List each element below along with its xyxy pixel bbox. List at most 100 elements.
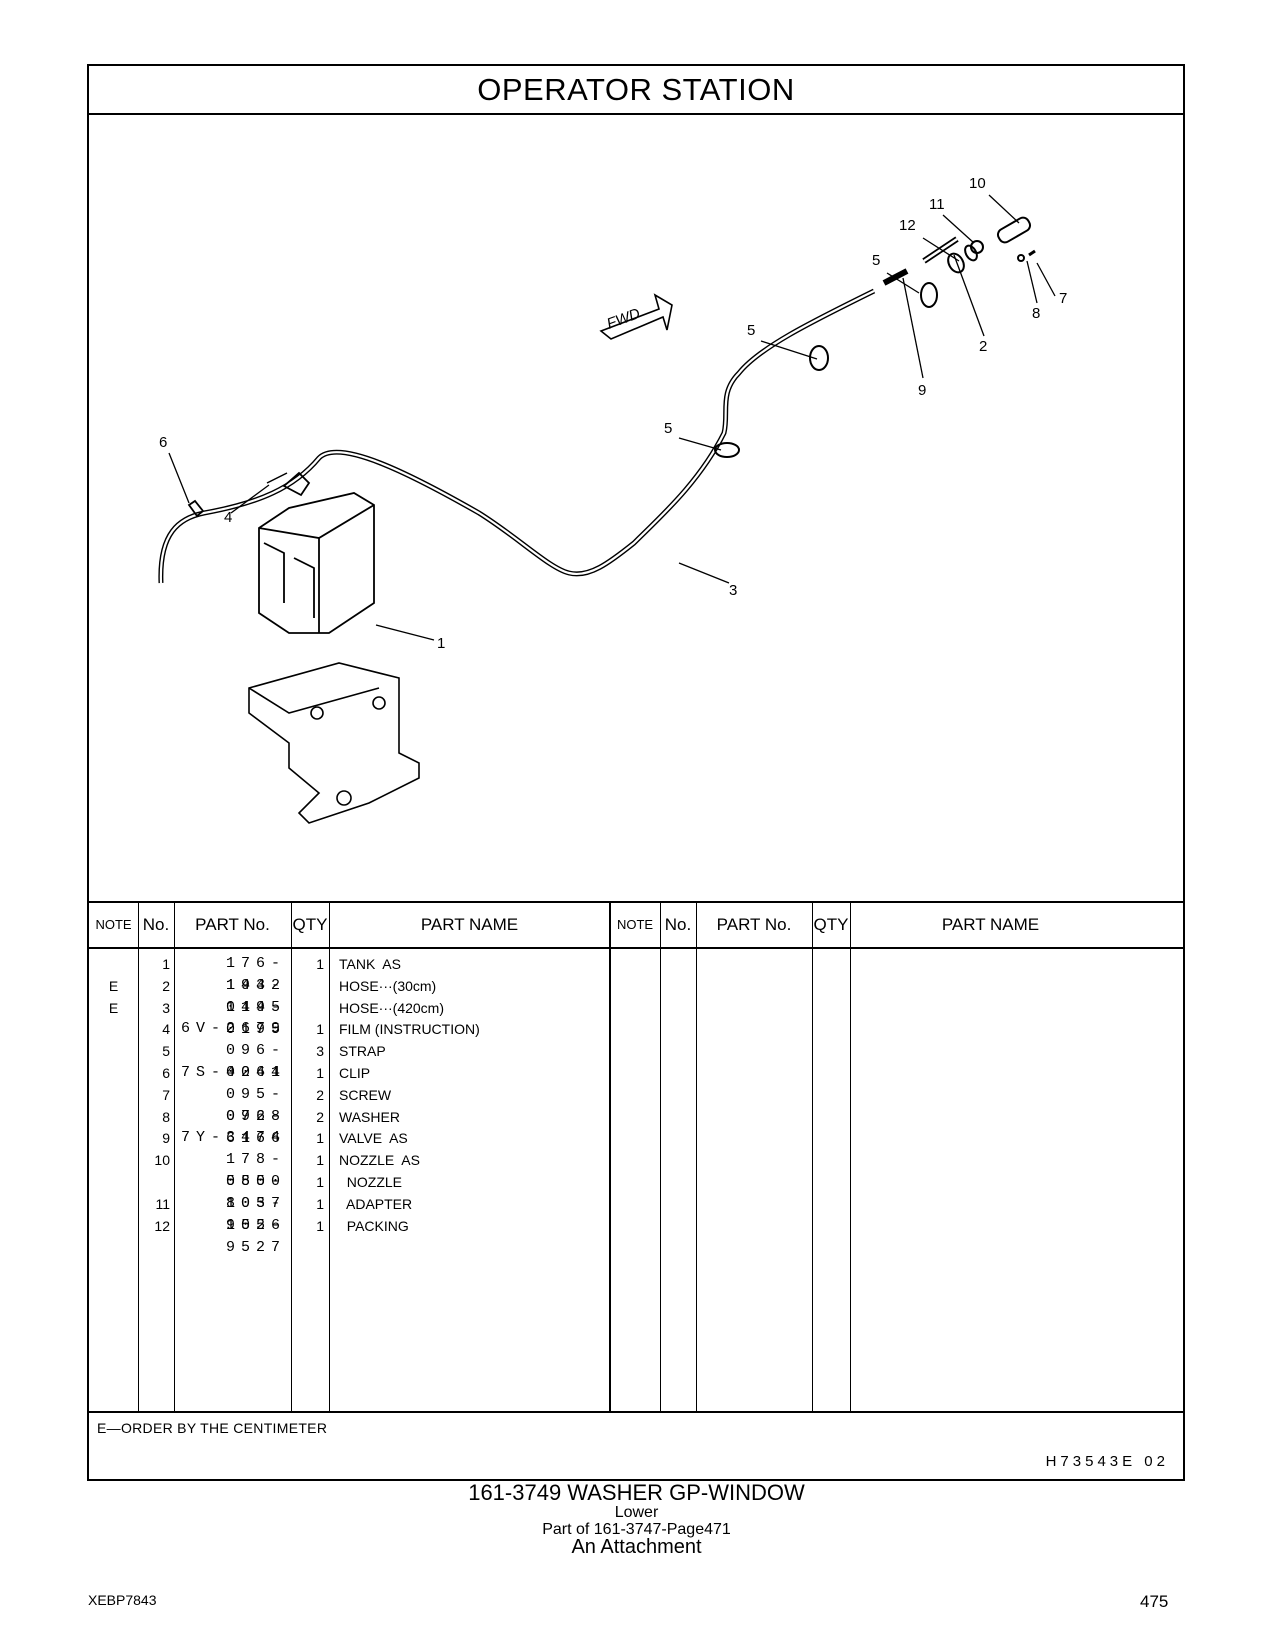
- table-row: 5 096-0061 3 STRAP: [89, 1040, 609, 1081]
- fwd-arrow-icon: [599, 293, 673, 340]
- cell-name: HOSE···(420cm): [339, 999, 445, 1016]
- illustration-code: H73543E 02: [1045, 1453, 1169, 1470]
- group-reference: Part of 161-3747-Page471: [542, 1521, 731, 1538]
- table-row: 4 6V-2679 1 FILM (INSTRUCTION): [89, 1018, 609, 1040]
- cell-name: TANK AS: [339, 956, 401, 972]
- table-row: 9 7Y-3474 1 VALVE AS: [89, 1127, 609, 1149]
- callout-5c: 5: [664, 420, 672, 437]
- header-note-left: NOTE: [95, 917, 132, 932]
- cell-qty: 1: [316, 1217, 324, 1234]
- tank-shape: [258, 471, 375, 634]
- table-row: 7 095-0728 2 SCREW: [89, 1084, 609, 1125]
- parts-page-frame: OPERATOR STATION: [87, 64, 1185, 1481]
- bracket-shape: [248, 662, 420, 824]
- header-note-right: NOTE: [616, 917, 654, 932]
- callout-5b: 5: [747, 322, 755, 339]
- header-qty-left: QTY: [292, 915, 328, 934]
- cell-no: 4: [162, 1021, 170, 1038]
- header-no-right: No.: [664, 915, 692, 934]
- cell-qty: 1: [316, 1065, 324, 1081]
- cell-part-no: 096-0061: [225, 1042, 286, 1082]
- header-part-no-left: PART No.: [195, 915, 270, 934]
- cell-name: SCREW: [339, 1086, 392, 1103]
- cell-name: FILM (INSTRUCTION): [339, 1021, 480, 1038]
- parts-table: NOTE No. PART No. QTY PART NAME NOTE No.…: [89, 901, 1183, 1413]
- table-row: E 2 144-0195 HOSE···(30cm): [89, 975, 609, 1016]
- cell-name: VALVE AS: [339, 1130, 408, 1147]
- header-part-no-right: PART No.: [716, 915, 792, 934]
- cell-no: 3: [162, 999, 170, 1016]
- header-part-name-left: PART NAME: [420, 915, 519, 934]
- parts-illustration: 10 11 12 5 7 8 2 5 9 5 6 4 3 1 FWD: [158, 175, 1067, 824]
- cell-part-no: 176-1932: [225, 955, 286, 994]
- cell-qty: 2: [316, 1086, 324, 1103]
- cell-name: ADAPTER: [339, 1195, 413, 1212]
- cell-qty: 1: [316, 1021, 324, 1038]
- callout-2: 2: [979, 338, 987, 355]
- cell-name: CLIP: [339, 1065, 371, 1081]
- cell-no: 2: [162, 977, 170, 994]
- table-footnote: E—ORDER BY THE CENTIMETER: [97, 1420, 328, 1436]
- section-title: OPERATOR STATION: [89, 66, 1183, 115]
- cell-part-no: 6V-2679: [180, 1020, 286, 1038]
- cell-qty: 1: [316, 1174, 324, 1190]
- cell-part-no: 7S-4244: [180, 1064, 286, 1081]
- table-header: NOTE No. PART No. QTY PART NAME NOTE No.…: [89, 903, 1183, 949]
- cell-name: STRAP: [339, 1043, 386, 1060]
- cell-part-no: 7Y-3474: [180, 1129, 286, 1147]
- callout-12: 12: [899, 217, 916, 234]
- cell-part-no: 095-0728: [225, 1085, 286, 1125]
- cell-name: PACKING: [339, 1217, 409, 1234]
- header-no-left: No.: [142, 915, 170, 934]
- group-title: 161-3749 WASHER GP-WINDOW: [468, 1480, 805, 1505]
- cell-name: NOZZLE: [339, 1174, 403, 1190]
- callout-3: 3: [729, 582, 737, 599]
- page-number: 475: [1140, 1592, 1169, 1611]
- table-row: 8 096-6166 2 WASHER: [89, 1106, 609, 1147]
- callout-11: 11: [929, 196, 945, 213]
- table-row: 11 105-9526 1 ADAPTER: [89, 1193, 609, 1234]
- cell-qty: 1: [316, 1130, 324, 1147]
- cell-no: 8: [162, 1108, 170, 1125]
- cell-qty: 1: [316, 1195, 324, 1212]
- cell-no: 5: [162, 1043, 170, 1060]
- callout-9: 9: [918, 382, 926, 399]
- cell-part-no: 178-5500: [225, 1151, 286, 1191]
- cell-qty: 2: [316, 1108, 324, 1125]
- cell-part-no: 144-0195: [225, 998, 286, 1038]
- callout-10: 10: [969, 175, 986, 192]
- cell-qty: 1: [316, 1152, 324, 1169]
- cell-part-no: 105-9526: [225, 1194, 286, 1234]
- cell-name: HOSE···(30cm): [339, 977, 437, 994]
- cell-name: WASHER: [339, 1108, 400, 1125]
- header-part-name-right: PART NAME: [941, 915, 1040, 934]
- cell-no: 10: [154, 1152, 170, 1169]
- callout-7: 7: [1059, 290, 1067, 307]
- cell-part-no: 105-9527: [225, 1216, 286, 1256]
- cell-no: 9: [162, 1130, 170, 1147]
- cell-no: 7: [162, 1086, 170, 1103]
- cell-qty: 1: [316, 956, 324, 972]
- callout-6: 6: [159, 434, 167, 451]
- callout-8: 8: [1032, 305, 1040, 322]
- table-row: 6 7S-4244 1 CLIP: [89, 1062, 609, 1084]
- callout-5a: 5: [872, 252, 880, 269]
- cell-no: 12: [154, 1217, 170, 1234]
- table-row: 085-8037 1 NOZZLE: [89, 1171, 609, 1212]
- callout-1: 1: [437, 635, 445, 652]
- group-attachment: An Attachment: [571, 1536, 702, 1558]
- cell-part-no: 085-8037: [225, 1173, 286, 1212]
- cell-no: 6: [162, 1065, 170, 1081]
- cell-part-no: 144-0195: [225, 976, 286, 1016]
- cell-qty: 3: [316, 1043, 324, 1060]
- group-subtitle: Lower: [614, 1504, 659, 1521]
- document-id: XEBP7843: [88, 1592, 157, 1608]
- cell-note: E: [108, 977, 119, 994]
- table-row: 12 105-9527 1 PACKING: [89, 1215, 609, 1256]
- cell-part-no: 096-6166: [225, 1107, 286, 1147]
- callout-4: 4: [224, 509, 232, 526]
- cell-no: 11: [155, 1195, 170, 1212]
